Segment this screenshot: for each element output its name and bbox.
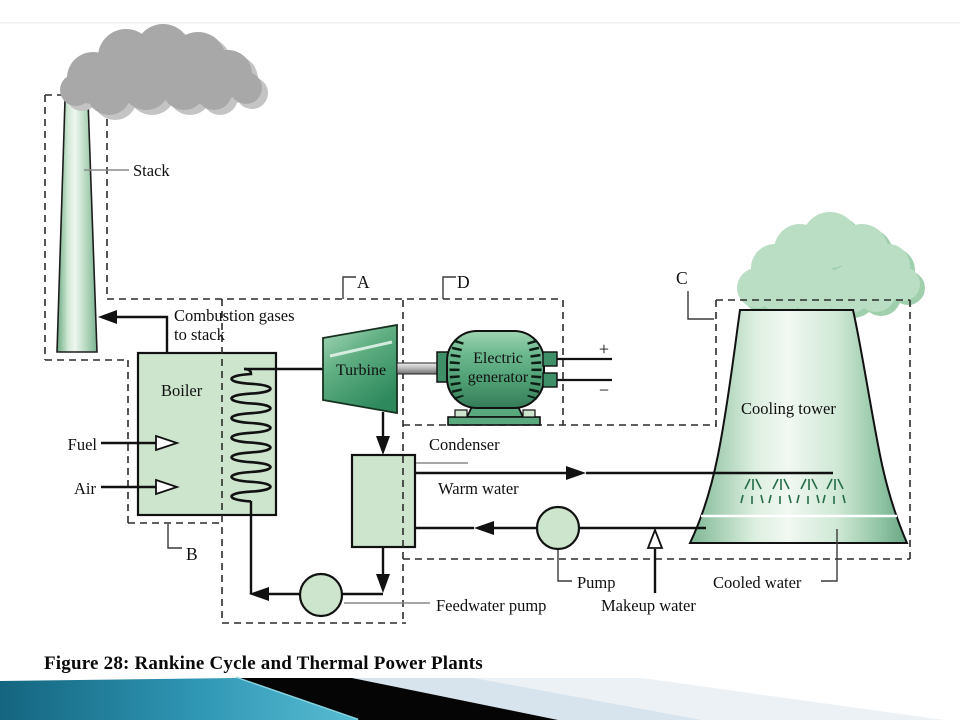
boiler-label: Boiler [161, 381, 203, 400]
cooling-tower-steam-cloud [737, 212, 925, 318]
picture-top-border [0, 22, 960, 24]
generator-label-line1: Electric [473, 350, 523, 367]
makeup-water-label: Makeup water [601, 596, 696, 615]
positive-terminal-label: + [599, 339, 609, 359]
zone-d-label: D [457, 272, 470, 292]
stack-label: Stack [133, 161, 170, 180]
generator-shaft [396, 362, 439, 375]
exhaust-arrowhead [376, 436, 390, 455]
combustion-arrowhead [98, 310, 117, 324]
generator-housing [446, 330, 545, 409]
pump-label: Pump [577, 573, 616, 592]
combustion-gases-label-line1: Combustion gases [174, 306, 295, 325]
warm-water-arrowhead [566, 466, 586, 480]
feedwater-pump-symbol [298, 572, 344, 618]
generator-base [447, 416, 541, 426]
makeup-water-arrowhead [646, 527, 664, 549]
turbine-highlight [329, 340, 393, 358]
stack-chimney [56, 99, 98, 353]
pump-symbol [535, 505, 581, 551]
tower-spray [740, 478, 846, 504]
generator-winding-left [449, 339, 464, 400]
turbine [322, 323, 398, 415]
generator-label-line2: generator [468, 369, 529, 386]
stack-smoke-cloud [60, 24, 268, 120]
cooled-water-label: Cooled water [713, 573, 802, 592]
cooled-water-arrowhead [474, 521, 494, 535]
feedwater-pump-label: Feedwater pump [436, 596, 546, 615]
negative-terminal-label: − [599, 380, 609, 400]
combustion-gases-label-line2: to stack [174, 325, 226, 344]
figure-caption: Figure 28: Rankine Cycle and Thermal Pow… [44, 653, 483, 674]
air-arrowhead [155, 478, 180, 496]
condenser-label: Condenser [429, 435, 500, 454]
zone-a-label: A [357, 272, 370, 292]
cooling-tower-label: Cooling tower [741, 399, 836, 418]
cooling-tower-body [688, 309, 909, 544]
slide-footer-swoosh [0, 676, 944, 720]
boiler-coil [230, 367, 272, 503]
fuel-label: Fuel [68, 435, 98, 454]
condenser-body [350, 453, 417, 549]
zone-markers: A D C B [167, 268, 714, 564]
electric-generator [436, 330, 612, 426]
zone-b-label: B [186, 544, 198, 564]
condensate-arrowhead [376, 574, 390, 593]
air-label: Air [74, 479, 97, 498]
terminal-tab-bottom [542, 372, 558, 388]
terminal-tab-top [542, 351, 558, 367]
generator-winding-right [527, 339, 542, 400]
pump-pointer-line [557, 550, 572, 582]
feedwater-arrowhead [249, 587, 269, 601]
warm-water-label: Warm water [438, 479, 519, 498]
turbine-label: Turbine [336, 362, 386, 379]
cooled-water-pointer-line [821, 529, 838, 582]
fuel-arrowhead [155, 434, 180, 452]
zone-c-label: C [676, 268, 688, 288]
